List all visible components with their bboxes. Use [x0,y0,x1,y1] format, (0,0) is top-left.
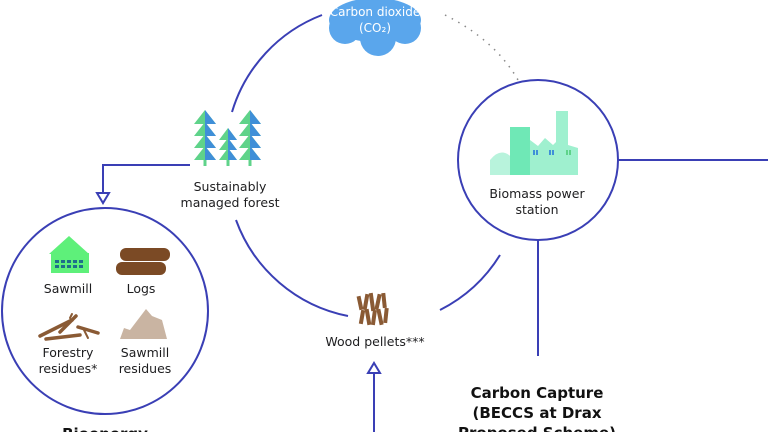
cloud-label: Carbon dioxide (CO₂) [330,4,420,36]
logs-label: Logs [126,281,156,296]
arrow-head-down [95,192,111,205]
ccs-line1: Carbon Capture [470,384,604,402]
forest-label: Sustainably managed forest [181,179,280,211]
wood-pellets-icon [356,292,389,326]
ccs-label: Carbon Capture (BECCS at Drax Proposed S… [458,383,616,432]
forestry-residues-label: Forestry residues* [39,345,98,377]
forest-label-line1: Sustainably [193,179,267,194]
ccs-line2: (BECCS at Drax [472,404,602,422]
factory-icon [490,111,578,175]
sawmill-residues-line2: residues [118,361,172,376]
ccs-line3: Proposed Scheme) [458,423,616,432]
sawmill-label: Sawmill [43,281,93,296]
sawmill-icon [49,236,89,273]
station-label: Biomass power station [489,186,584,218]
forestry-residues-icon [38,313,100,341]
cloud-label-line2: (CO₂) [359,21,391,35]
arc-cloud-to-forest [231,14,323,113]
logs-icon [116,248,170,275]
forestry-residues-line1: Forestry [42,345,94,360]
sawmill-residues-icon [120,309,167,339]
sawmill-residues-line1: Sawmill [120,345,170,360]
bioenergy-circle [1,207,209,415]
arc-pellets-to-station [439,254,501,311]
forestry-residues-line2: residues* [38,361,98,376]
arc-forest-to-pellets [235,219,349,317]
tree-icon-group [194,110,261,166]
bioenergy-title: Bioenergy [62,424,148,432]
pellets-label: Wood pellets*** [325,334,425,349]
dotted-line-station-to-cloud [444,14,519,81]
arrow-forest-to-bioenergy [102,164,190,193]
sawmill-residues-label: Sawmill residues [119,345,172,377]
cloud-label-line1: Carbon dioxide [329,5,421,19]
station-label-line1: Biomass power [489,186,585,201]
cloud-icon [329,0,421,56]
arrow-head-up [366,361,382,374]
forest-label-line2: managed forest [180,195,280,210]
station-label-line2: station [515,202,559,217]
